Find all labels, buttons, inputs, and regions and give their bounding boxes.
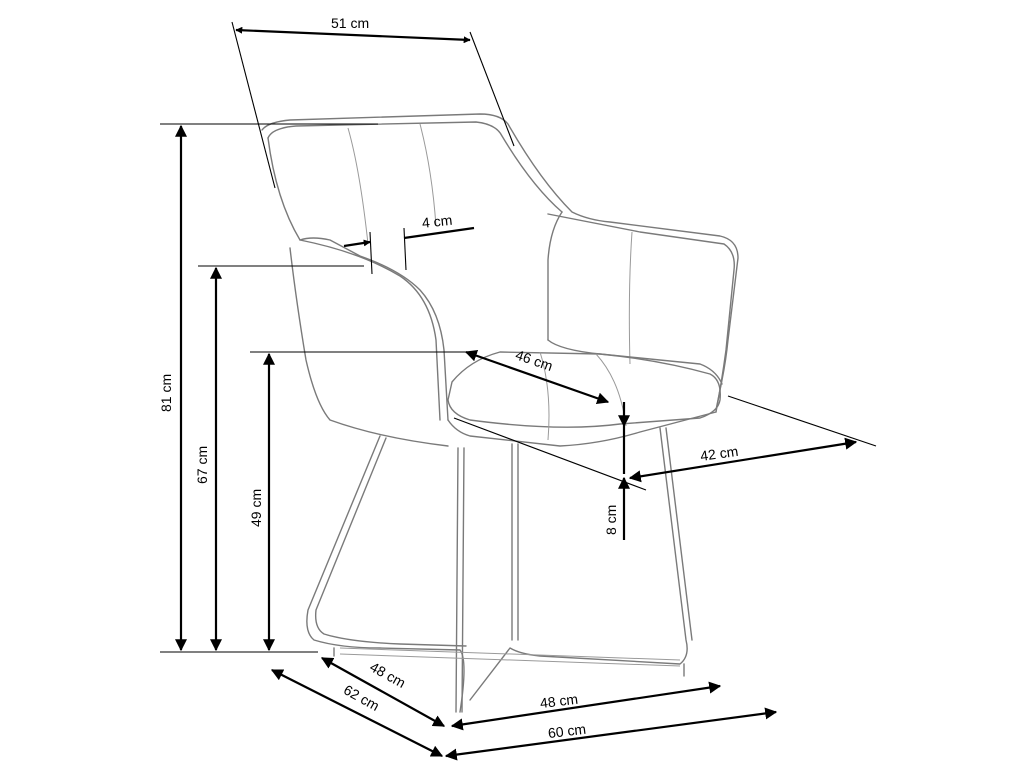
dim-armrest-width [343,239,371,248]
ext-back-left [231,21,276,189]
backrest-front [267,121,563,213]
label-total-height: 81 cm [158,374,174,412]
right-armrest-seam [628,231,633,365]
seat-seam-2 [595,353,627,427]
label-seat-depth: 42 cm [699,443,739,464]
base-rail [339,647,681,667]
right-armrest-front [547,339,723,385]
right-armrest [547,211,735,413]
left-leg-inner [314,437,467,647]
center-leg [511,443,519,641]
label-armrest-height: 67 cm [194,446,210,484]
label-seat-thickness: 8 cm [603,505,619,535]
backrest-seam-1 [347,127,369,245]
label-base-width: 48 cm [539,691,579,712]
seat-cushion [447,351,721,428]
label-seat-height: 49 cm [248,489,264,527]
ext-back-right [469,31,515,147]
dim-total-width [444,707,778,761]
ext-arm-a [369,231,373,275]
ext-arm-b [403,227,407,271]
front-leg-rail [455,447,465,713]
label-total-width: 60 cm [547,721,587,742]
dim-seat-width [464,349,610,405]
ext-depth-back [727,395,877,447]
dim-seat-depth [628,437,858,483]
ext-depth-front [453,417,647,491]
dim-armrest-leader [403,226,475,240]
left-armrest [267,137,449,421]
dim-back-width [235,26,471,44]
backrest-outline [261,113,739,411]
left-side-panel [289,247,449,447]
label-armrest-width: 4 cm [421,212,453,231]
label-back-width: 51 cm [331,15,369,31]
dim-total-depth [270,669,444,757]
left-side-inner [299,239,441,421]
backrest-seam-2 [419,123,437,227]
dim-base-width [450,681,722,731]
left-leg-sled [306,435,465,713]
chair-illustration [261,113,739,713]
seat-front [447,411,717,447]
